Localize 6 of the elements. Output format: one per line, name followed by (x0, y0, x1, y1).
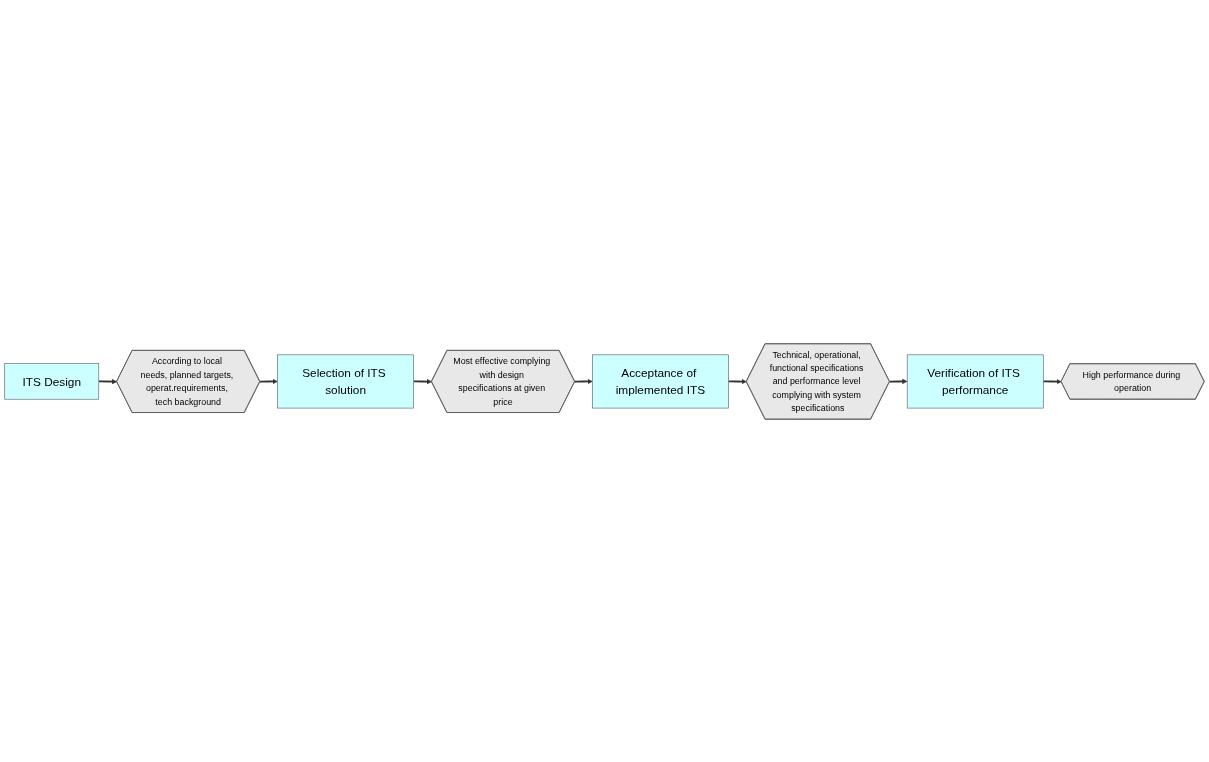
node-box: Selection of ITS solution (277, 354, 414, 408)
node-box: ITS Design (4, 362, 100, 400)
arrow (574, 378, 593, 384)
arrow (888, 378, 908, 384)
node-box: Acceptance of implemented ITS (592, 354, 729, 408)
node-box: Verification of ITS performance (906, 354, 1044, 408)
